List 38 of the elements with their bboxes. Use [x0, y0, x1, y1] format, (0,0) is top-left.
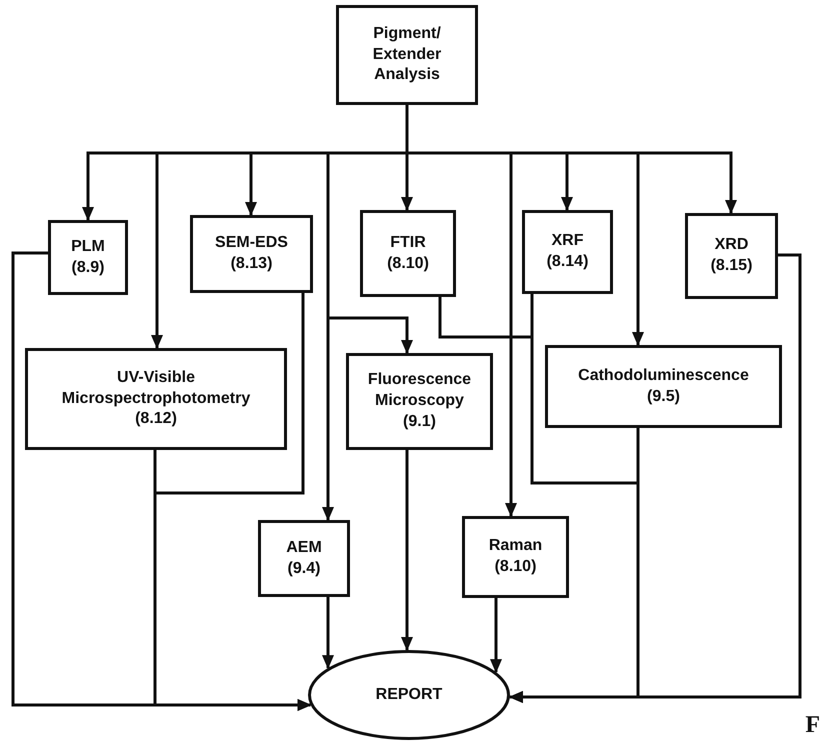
node-label: REPORT	[376, 684, 442, 705]
node-label: SEM-EDS	[215, 233, 288, 254]
section-number: (8.10)	[494, 557, 536, 577]
section-number: (8.14)	[546, 252, 588, 272]
process-box	[336, 5, 478, 105]
section-number: (9.1)	[403, 412, 436, 432]
process-box	[685, 213, 778, 299]
node-label: Cathodoluminescence	[578, 366, 749, 386]
process-box	[545, 345, 782, 428]
node-label: Pigment/ Extender Analysis	[372, 24, 442, 86]
process-box	[48, 220, 128, 295]
page-fragment-letter: F	[805, 712, 820, 739]
section-number: (8.15)	[710, 256, 752, 276]
process-box	[360, 210, 456, 297]
arrow	[322, 597, 334, 670]
section-number: (8.10)	[387, 254, 429, 274]
arrow	[490, 598, 502, 674]
node-label: UV-Visible Microspectrophotometry	[60, 368, 252, 409]
section-number: (8.12)	[135, 409, 177, 430]
node-label: XRF	[552, 231, 584, 252]
process-box	[25, 348, 287, 450]
report-ellipse	[308, 650, 510, 740]
process-box	[522, 210, 613, 294]
section-number: (9.5)	[647, 386, 680, 406]
process-box	[346, 353, 493, 450]
section-number: (8.13)	[230, 254, 272, 274]
node-label: Raman	[488, 536, 542, 556]
node-label: XRD	[714, 235, 748, 256]
process-box	[462, 516, 569, 598]
node-label: AEM	[286, 538, 322, 558]
node-label: PLM	[71, 236, 105, 257]
node-label: FTIR	[390, 232, 426, 253]
process-box	[258, 520, 350, 597]
section-number: (9.4)	[288, 558, 320, 578]
section-number: (8.9)	[72, 258, 104, 278]
process-box	[190, 215, 313, 293]
arrow	[401, 450, 413, 651]
node-label: Fluorescence Microscopy	[366, 370, 472, 412]
